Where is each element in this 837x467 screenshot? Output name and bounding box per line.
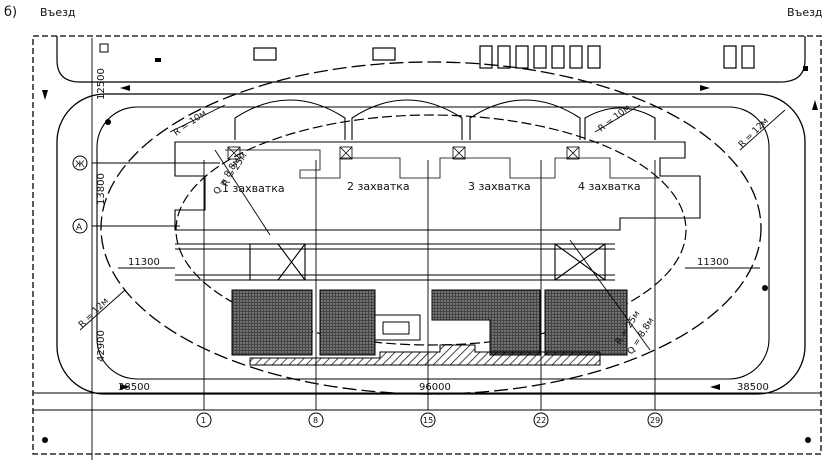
dim-bottom-right: 38500 — [737, 382, 769, 393]
zone-4-label: 4 захватка — [578, 180, 641, 193]
building-facade — [225, 149, 660, 179]
entrance-right: Въезд — [787, 6, 823, 19]
entrance-left: Въезд — [40, 6, 76, 19]
dim-left-mid: 13800 — [96, 173, 107, 205]
marker — [155, 58, 161, 62]
dim-bottom-left: 38500 — [118, 382, 150, 393]
figure-label: б) — [4, 5, 17, 20]
road-inner-edge — [96, 106, 770, 380]
top-sheds — [253, 45, 755, 69]
dim-left-top: 12500 — [96, 68, 107, 100]
axis-label-8: 8 — [313, 416, 318, 425]
storage-area-2 — [319, 289, 376, 356]
zone-1-label: 1 захватка — [222, 182, 285, 195]
building-outline — [174, 141, 701, 231]
axis-label-1: 1 — [201, 416, 206, 425]
radius-leaders — [79, 104, 786, 351]
hatched-platform — [249, 344, 601, 366]
arch-1 — [234, 99, 346, 140]
storage-area-4 — [544, 289, 628, 356]
axis-label-zh: Ж — [75, 160, 85, 170]
dim-left-offset: 11300 — [128, 257, 160, 268]
radius-far-left: R = 12м — [77, 296, 111, 330]
zone-2-label: 2 захватка — [347, 180, 410, 193]
axis-label-22: 22 — [536, 416, 546, 425]
traffic-arrows — [42, 85, 818, 390]
arch-3 — [469, 99, 581, 140]
fence-markers — [42, 66, 811, 443]
arch-4 — [584, 107, 656, 140]
office-inner — [382, 321, 410, 335]
grid-axes — [92, 160, 656, 410]
stair-markers — [227, 146, 580, 160]
dim-right-offset: 11300 — [697, 257, 729, 268]
crane-reach-inner — [175, 114, 687, 346]
storage-area-1 — [231, 289, 313, 356]
axis-bubbles — [72, 155, 663, 428]
radius-top-left: R = 10м — [172, 109, 209, 139]
crane-reach-outer — [100, 61, 762, 395]
dimension-lines — [33, 38, 821, 460]
arch-2 — [351, 99, 463, 140]
dim-left-bottom: 42900 — [96, 330, 107, 362]
dim-bottom-center: 96000 — [419, 382, 451, 393]
axis-label-a: А — [76, 223, 83, 233]
radius-far-right: R = 12м — [737, 116, 771, 150]
zone-3-label: 3 захватка — [468, 180, 531, 193]
axis-label-29: 29 — [650, 416, 660, 425]
gate-post — [99, 43, 109, 53]
crane-tracks — [175, 243, 615, 281]
top-storage-strip — [56, 36, 806, 83]
axis-label-15: 15 — [423, 416, 433, 425]
